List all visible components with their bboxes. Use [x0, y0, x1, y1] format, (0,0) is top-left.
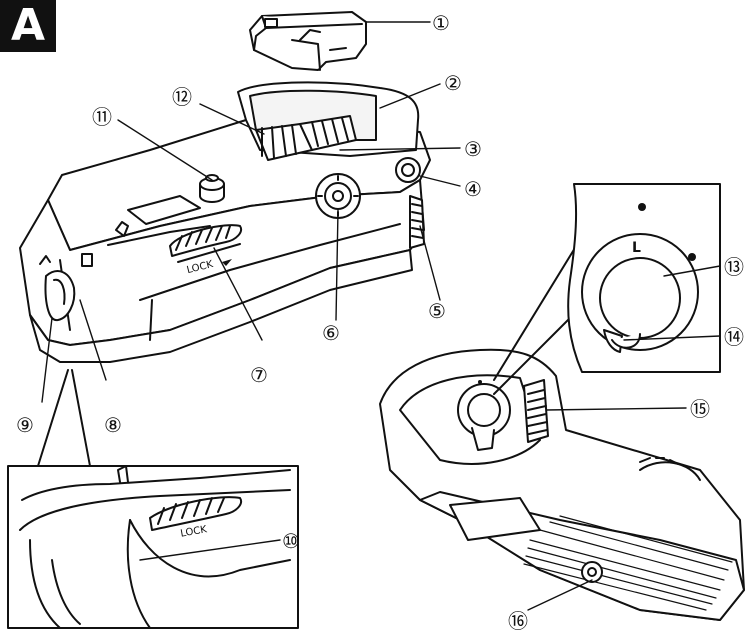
underside-view	[379, 348, 745, 621]
dial-letter: L	[632, 240, 641, 256]
label-1: ①	[432, 11, 450, 35]
label-11: ⑪	[92, 105, 112, 129]
contact-cover-part	[249, 11, 367, 71]
label-2: ②	[444, 71, 462, 95]
label-6: ⑥	[322, 321, 340, 345]
label-14: ⑭	[724, 325, 744, 349]
battery-contacts	[255, 115, 357, 161]
label-8: ⑧	[104, 413, 122, 437]
release-dial-detail: L	[493, 183, 721, 395]
label-10: ⑩	[282, 529, 300, 553]
label-15: ⑮	[690, 397, 710, 421]
mounting-screw	[199, 174, 225, 203]
panel-letter-badge: A	[0, 0, 56, 52]
label-16: ⑯	[508, 609, 528, 633]
inset-grip-view: LOCK	[7, 369, 299, 629]
label-7: ⑦	[250, 363, 268, 387]
battery-pack-body	[19, 81, 431, 363]
lock-wheel: LOCK	[169, 224, 242, 276]
label-9: ⑨	[16, 413, 34, 437]
af-on-button	[395, 157, 421, 183]
multi-selector	[315, 173, 361, 219]
label-4: ④	[464, 177, 482, 201]
part-number-labels: ① ② ③ ④ ⑤ ⑥ ⑦ ⑧ ⑨ ⑩ ⑪ ⑫ ⑬ ⑭ ⑮ ⑯	[16, 11, 744, 633]
label-5: ⑤	[428, 299, 446, 323]
release-wheel	[39, 253, 93, 322]
leader-lines	[41, 21, 721, 611]
label-3: ③	[464, 137, 482, 161]
label-12: ⑫	[172, 85, 192, 109]
command-dial	[409, 195, 425, 249]
label-13: ⑬	[724, 255, 744, 279]
inset-lock-label: LOCK	[180, 524, 209, 540]
